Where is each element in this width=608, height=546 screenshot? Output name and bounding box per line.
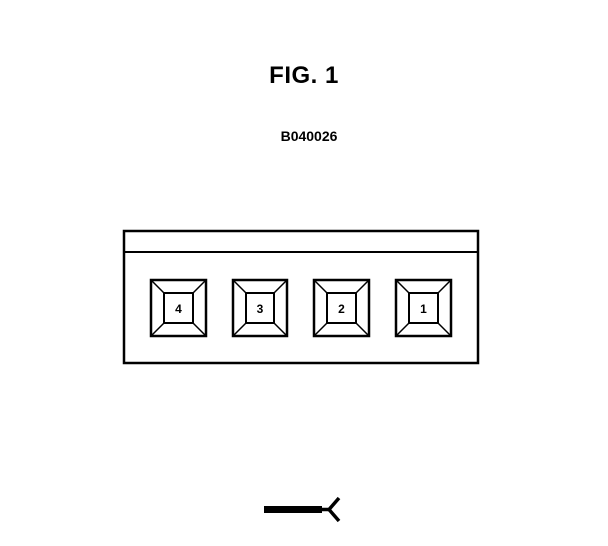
cavity-label-1: 1 xyxy=(420,302,427,316)
figure-title: FIG. 1 xyxy=(269,62,339,89)
figure-code: B040026 xyxy=(280,128,338,144)
cavity-3: 3 xyxy=(231,278,289,338)
cavity-4: 4 xyxy=(149,278,208,338)
cavity-label-3: 3 xyxy=(257,302,264,316)
cavity-label-4: 4 xyxy=(175,302,182,316)
connector-view-arrow-icon xyxy=(264,496,341,523)
cavity-label-2: 2 xyxy=(338,302,345,316)
cavity-1: 1 xyxy=(394,278,453,338)
cavity-2: 2 xyxy=(312,278,371,338)
